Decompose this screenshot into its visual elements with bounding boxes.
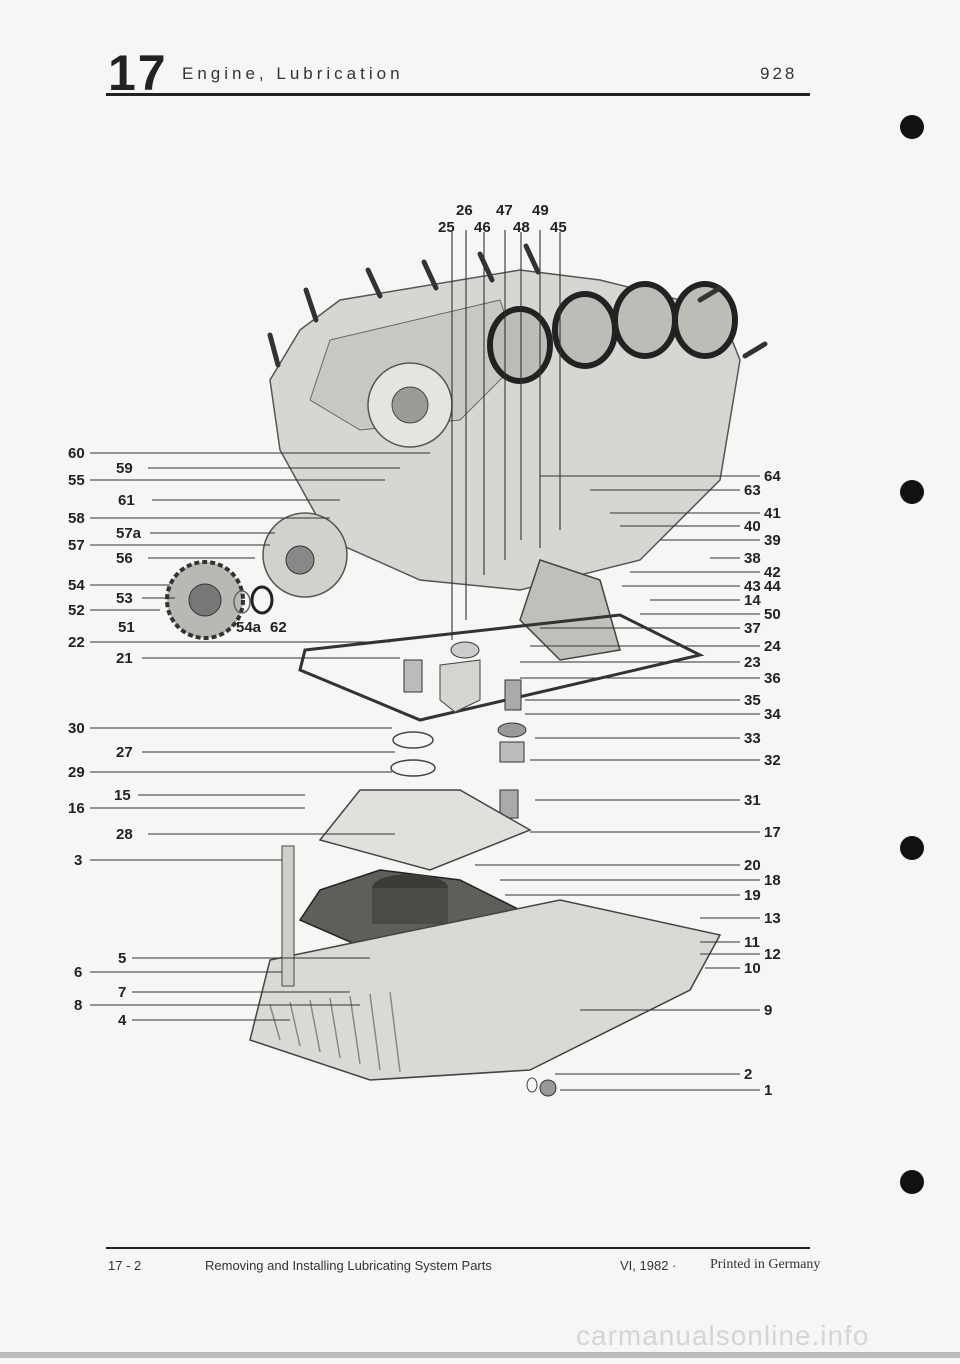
pulley-and-gear-drawing bbox=[165, 512, 348, 640]
model-number: 928 bbox=[760, 64, 798, 83]
callout-31: 31 bbox=[744, 792, 761, 809]
callout-41: 41 bbox=[764, 505, 781, 522]
chapter-number: 17 bbox=[108, 45, 168, 101]
callout-54a: 54a bbox=[236, 619, 262, 636]
callout-4: 4 bbox=[118, 1012, 127, 1029]
callout-23: 23 bbox=[744, 654, 761, 671]
callout-52: 52 bbox=[68, 602, 85, 619]
baffle-plate-drawing bbox=[318, 789, 532, 871]
binder-hole-mark bbox=[900, 480, 924, 504]
section-title: Removing and Installing Lubricating Syst… bbox=[205, 1258, 492, 1273]
callout-53: 53 bbox=[116, 590, 133, 607]
footer-rule bbox=[106, 1247, 810, 1249]
leader-lines bbox=[90, 230, 760, 1091]
callout-35: 35 bbox=[744, 692, 761, 709]
page-header: 17 Engine, Lubrication 928 bbox=[0, 0, 960, 100]
callout-30: 30 bbox=[68, 720, 85, 737]
oil-pan-drawing bbox=[249, 845, 722, 1081]
callout-61: 61 bbox=[118, 492, 135, 509]
callout-45: 45 bbox=[550, 219, 567, 236]
callout-15: 15 bbox=[114, 787, 131, 804]
exploded-lubrication-diagram: 26 47 49 25 46 48 45 60 59 55 61 58 57a … bbox=[68, 202, 781, 1099]
callout-26: 26 bbox=[456, 202, 473, 219]
callout-43: 43 bbox=[744, 578, 761, 595]
callout-12: 12 bbox=[764, 946, 781, 963]
callout-36: 36 bbox=[764, 670, 781, 687]
binder-hole-mark bbox=[900, 1170, 924, 1194]
binder-hole-mark bbox=[900, 836, 924, 860]
callout-17: 17 bbox=[764, 824, 781, 841]
callout-1: 1 bbox=[764, 1082, 772, 1099]
callout-55: 55 bbox=[68, 472, 85, 489]
callout-56: 56 bbox=[116, 550, 133, 567]
gasket-drawing bbox=[298, 613, 705, 722]
callout-59: 59 bbox=[116, 460, 133, 477]
callout-37: 37 bbox=[744, 620, 761, 637]
chapter-title: Engine, Lubrication bbox=[182, 64, 404, 83]
callout-50: 50 bbox=[764, 606, 781, 623]
callout-5: 5 bbox=[118, 950, 126, 967]
callout-24: 24 bbox=[764, 638, 781, 655]
callout-2: 2 bbox=[744, 1066, 752, 1083]
callout-40: 40 bbox=[744, 518, 761, 535]
callout-38: 38 bbox=[744, 550, 761, 567]
callout-54: 54 bbox=[68, 577, 85, 594]
callout-11: 11 bbox=[744, 934, 760, 951]
callout-46: 46 bbox=[474, 219, 491, 236]
binder-hole-mark bbox=[900, 115, 924, 139]
callout-10: 10 bbox=[744, 960, 761, 977]
callout-44: 44 bbox=[764, 578, 781, 595]
callout-29: 29 bbox=[68, 764, 85, 781]
callout-60: 60 bbox=[68, 445, 85, 462]
callout-9: 9 bbox=[764, 1002, 772, 1019]
callout-48: 48 bbox=[513, 219, 530, 236]
callout-57: 57 bbox=[68, 537, 85, 554]
bottom-scan-edge bbox=[0, 1352, 960, 1358]
callout-20: 20 bbox=[744, 857, 761, 874]
callout-49: 49 bbox=[532, 202, 549, 219]
callout-32: 32 bbox=[764, 752, 781, 769]
callout-21: 21 bbox=[116, 650, 133, 667]
callout-62: 62 bbox=[270, 619, 287, 636]
callout-34: 34 bbox=[764, 706, 781, 723]
callout-42: 42 bbox=[764, 564, 781, 581]
callout-8: 8 bbox=[74, 997, 82, 1014]
callout-63: 63 bbox=[744, 482, 761, 499]
callout-58: 58 bbox=[68, 510, 85, 527]
callout-22: 22 bbox=[68, 634, 85, 651]
watermark-text: carmanualsonline.info bbox=[576, 1320, 870, 1351]
callout-25: 25 bbox=[438, 219, 455, 236]
printed-in-note: Printed in Germany bbox=[710, 1257, 821, 1272]
callout-7: 7 bbox=[118, 984, 126, 1001]
callout-33: 33 bbox=[744, 730, 761, 747]
callout-47: 47 bbox=[496, 202, 513, 219]
callout-14: 14 bbox=[744, 592, 761, 609]
header-rule bbox=[106, 93, 810, 96]
drain-plug-drawing bbox=[526, 1077, 557, 1097]
callout-16: 16 bbox=[68, 800, 85, 817]
callout-6: 6 bbox=[74, 964, 82, 981]
callout-64: 64 bbox=[764, 468, 781, 485]
callout-3: 3 bbox=[74, 852, 82, 869]
callout-18: 18 bbox=[764, 872, 781, 889]
callout-57a: 57a bbox=[116, 525, 142, 542]
page-number: 17 - 2 bbox=[108, 1258, 142, 1273]
callout-27: 27 bbox=[116, 744, 133, 761]
oil-filter-drawing bbox=[519, 559, 621, 661]
callout-39: 39 bbox=[764, 532, 781, 549]
callout-19: 19 bbox=[744, 887, 761, 904]
callout-51: 51 bbox=[118, 619, 135, 636]
callout-28: 28 bbox=[116, 826, 133, 843]
edition-date: VI, 1982 · bbox=[620, 1258, 677, 1273]
callout-13: 13 bbox=[764, 910, 781, 927]
